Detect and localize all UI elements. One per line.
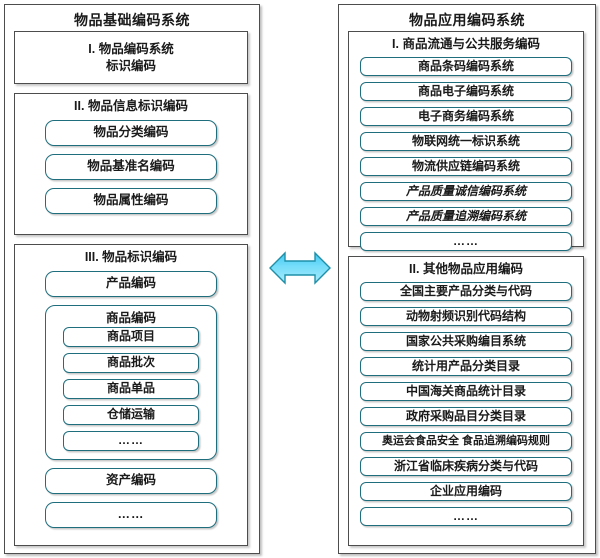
chip-item[interactable]: 产品编码 [45,271,217,297]
chip-item[interactable]: 资产编码 [45,468,217,494]
chip-item-ellipsis[interactable]: …… [360,232,572,251]
section-left-1-title-line2: 标识编码 [105,59,156,73]
section-right-1: I. 商品流通与公共服务编码 商品条码编码系统 商品电子编码系统 电子商务编码系… [348,31,584,251]
right-panel-application-coding-system: 物品应用编码系统 I. 商品流通与公共服务编码 商品条码编码系统 商品电子编码系… [338,4,596,554]
chip-item[interactable]: 浙江省临床疾病分类与代码 [360,457,572,476]
chip-item-ellipsis[interactable]: …… [45,502,217,528]
chip-subitem[interactable]: 商品项目 [63,327,199,347]
section-left-2: II. 物品信息标识编码 物品分类编码 物品基准名编码 物品属性编码 [14,93,248,235]
chip-item[interactable]: 产品质量诚信编码系统 [360,182,572,201]
chip-subitem[interactable]: 仓储运输 [63,405,199,425]
subgroup-title: 商品编码 [105,311,156,325]
section-right-2-title: II. 其他物品应用编码 [409,262,523,276]
section-right-2: II. 其他物品应用编码 全国主要产品分类与代码 动物射频识别代码结构 国家公共… [348,256,584,546]
chip-item[interactable]: 政府采购品目分类目录 [360,407,572,426]
chip-subitem-ellipsis[interactable]: …… [63,431,199,451]
bidirectional-arrow [268,246,332,290]
chip-subitem[interactable]: 商品批次 [63,353,199,373]
section-left-1-title-line1: I. 物品编码系统 [88,42,174,56]
right-panel-title: 物品应用编码系统 [409,14,525,29]
chip-item[interactable]: 商品条码编码系统 [360,57,572,76]
chip-item[interactable]: 奥运会食品安全 食品追溯编码规则 [360,432,572,451]
chip-item[interactable]: 产品质量追溯编码系统 [360,207,572,226]
section-right-1-title: I. 商品流通与公共服务编码 [392,37,540,51]
chip-item-ellipsis[interactable]: …… [360,507,572,526]
left-panel-basic-coding-system: 物品基础编码系统 I. 物品编码系统 标识编码 II. 物品信息标识编码 物品分… [4,4,260,554]
chip-item[interactable]: 物品属性编码 [45,188,217,214]
subgroup-commodity-coding: 商品编码 商品项目 商品批次 商品单品 仓储运输 …… [45,305,217,460]
chip-item[interactable]: 物品基准名编码 [45,154,217,180]
chip-item[interactable]: 全国主要产品分类与代码 [360,282,572,301]
chip-item[interactable]: 物品分类编码 [45,120,217,146]
chip-subitem[interactable]: 商品单品 [63,379,199,399]
section-left-3: III. 物品标识编码 产品编码 商品编码 商品项目 商品批次 商品单品 仓储运… [14,244,248,546]
chip-item[interactable]: 物流供应链编码系统 [360,157,572,176]
section-left-2-title: II. 物品信息标识编码 [74,99,188,113]
chip-item[interactable]: 国家公共采购编目系统 [360,332,572,351]
double-arrow-icon [269,251,331,285]
chip-item[interactable]: 动物射频识别代码结构 [360,307,572,326]
section-left-1: I. 物品编码系统 标识编码 [14,31,248,84]
left-panel-title: 物品基础编码系统 [74,14,190,29]
section-left-3-title: III. 物品标识编码 [84,250,178,264]
chip-item[interactable]: 统计用产品分类目录 [360,357,572,376]
chip-item[interactable]: 企业应用编码 [360,482,572,501]
chip-item[interactable]: 物联网统一标识系统 [360,132,572,151]
section-left-1-title: I. 物品编码系统 标识编码 [15,32,247,75]
chip-item[interactable]: 电子商务编码系统 [360,107,572,126]
chip-item[interactable]: 中国海关商品统计目录 [360,382,572,401]
chip-item[interactable]: 商品电子编码系统 [360,82,572,101]
